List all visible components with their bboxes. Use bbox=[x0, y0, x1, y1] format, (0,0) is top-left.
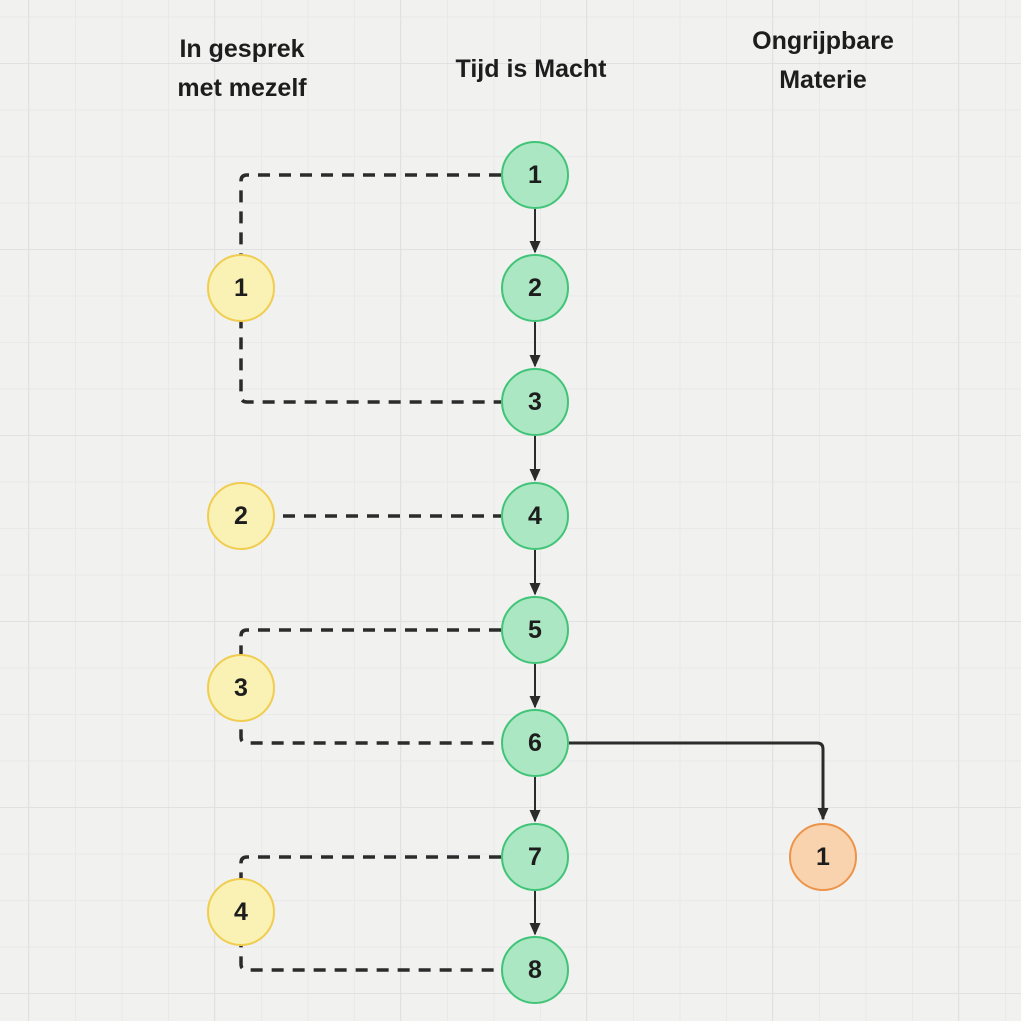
dashed-link-gesprek-1 bbox=[239, 173, 501, 404]
arrow-6-to-materie-1 bbox=[569, 741, 829, 821]
column-title-materie: Ongrijpbare Materie bbox=[752, 27, 894, 94]
node-gesprek-4[interactable]: 4 bbox=[207, 878, 275, 946]
node-gesprek-3[interactable]: 3 bbox=[207, 654, 275, 722]
column-title-tijd: Tijd is Macht bbox=[455, 55, 607, 83]
node-gesprek-1[interactable]: 1 bbox=[207, 254, 275, 322]
node-gesprek-2[interactable]: 2 bbox=[207, 482, 275, 550]
node-tijd-5[interactable]: 5 bbox=[501, 596, 569, 664]
node-tijd-8[interactable]: 8 bbox=[501, 936, 569, 1004]
node-tijd-3[interactable]: 3 bbox=[501, 368, 569, 436]
dashed-links bbox=[239, 173, 501, 972]
node-tijd-4[interactable]: 4 bbox=[501, 482, 569, 550]
dashed-link-gesprek-4 bbox=[239, 855, 501, 972]
node-tijd-1[interactable]: 1 bbox=[501, 141, 569, 209]
node-tijd-2[interactable]: 2 bbox=[501, 254, 569, 322]
node-tijd-7[interactable]: 7 bbox=[501, 823, 569, 891]
node-tijd-6[interactable]: 6 bbox=[501, 709, 569, 777]
dashed-link-gesprek-3 bbox=[239, 628, 501, 745]
column-title-gesprek: In gesprek met mezelf bbox=[177, 35, 307, 102]
node-materie-1[interactable]: 1 bbox=[789, 823, 857, 891]
